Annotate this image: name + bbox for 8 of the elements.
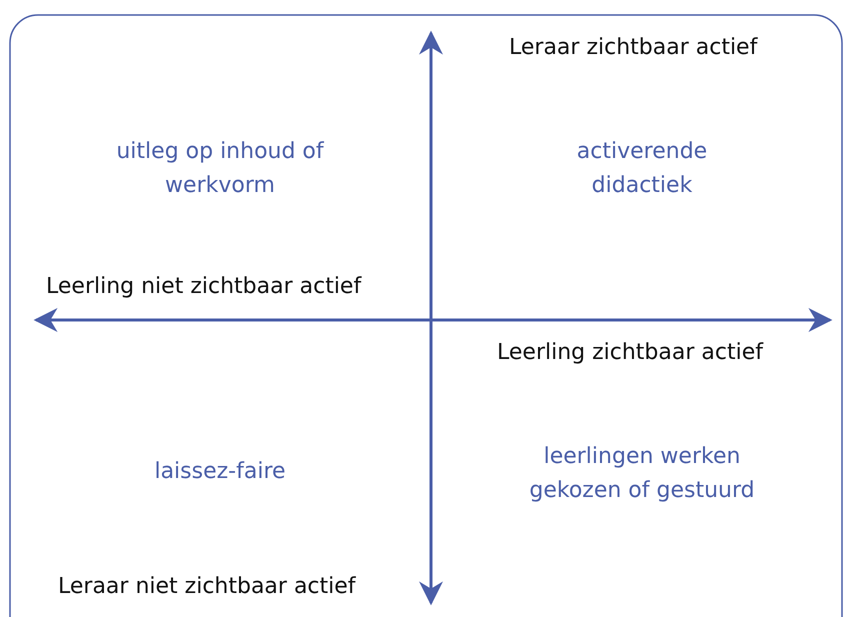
quadrant-label: activerende didactiek bbox=[576, 138, 708, 200]
axis-label: Leerling niet zichtbaar actief bbox=[46, 273, 362, 301]
axis-label: Leraar niet zichtbaar actief bbox=[58, 573, 356, 601]
quadrant-label: uitleg op inhoud of werkvorm bbox=[115, 138, 325, 200]
axis-label: Leraar zichtbaar actief bbox=[509, 34, 758, 62]
quadrant-label: laissez-faire bbox=[153, 458, 287, 486]
axis-label: Leerling zichtbaar actief bbox=[497, 339, 763, 367]
quadrant-label: leerlingen werken gekozen of gestuurd bbox=[528, 443, 756, 505]
